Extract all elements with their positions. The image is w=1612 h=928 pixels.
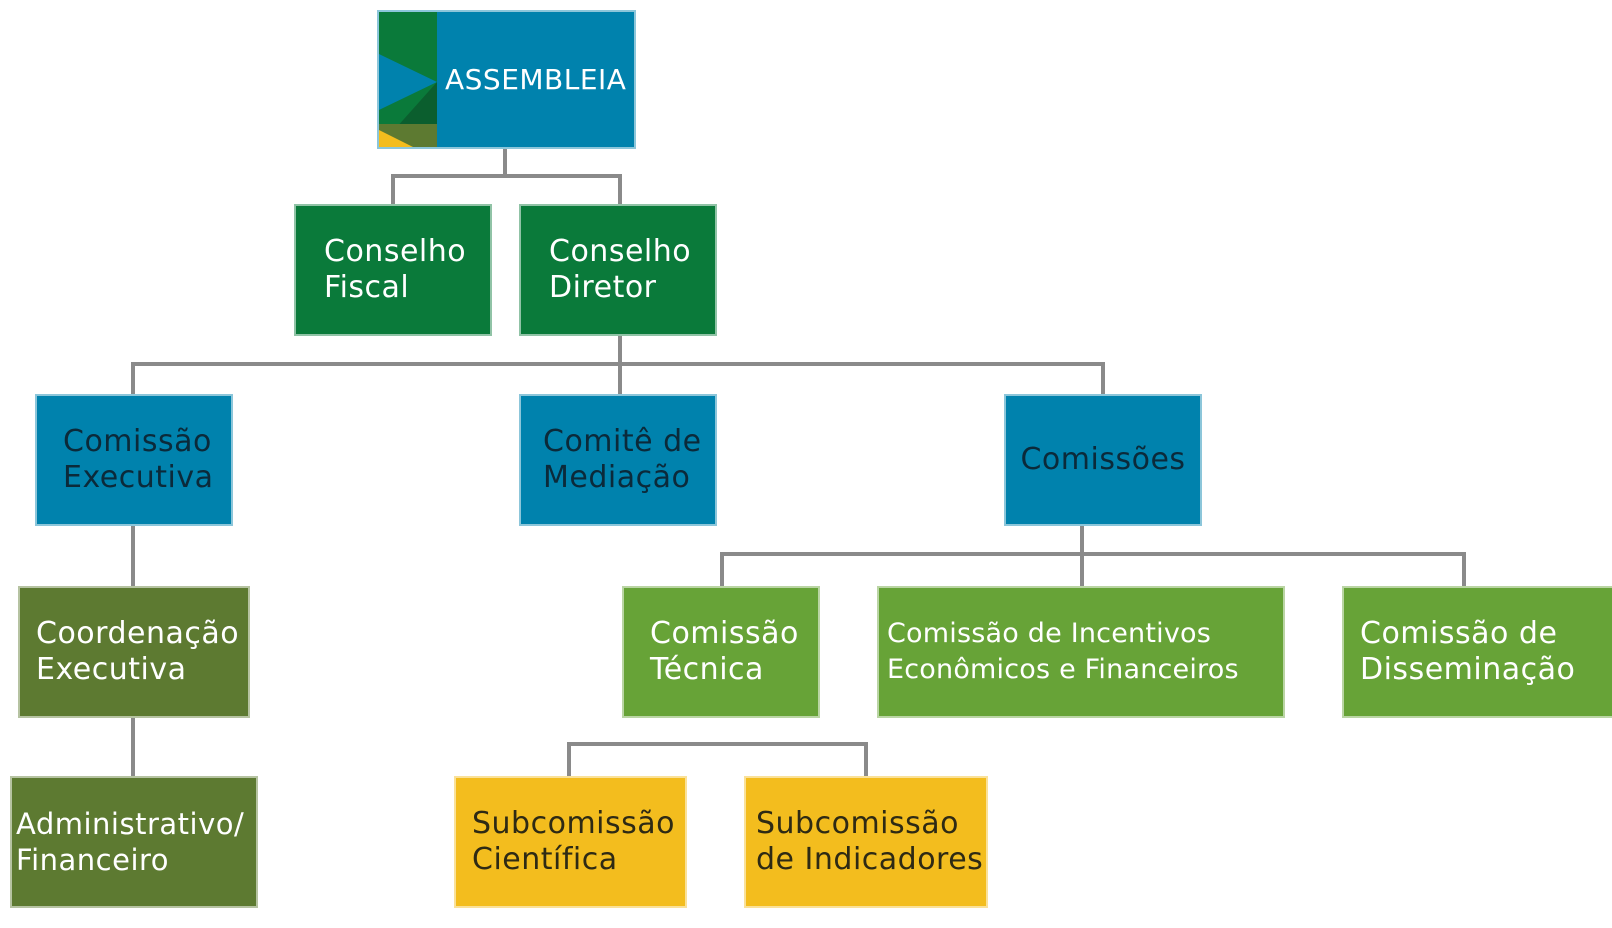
- node-administrativo-financeiro-line-2: Financeiro: [16, 843, 170, 877]
- assembleia-logo-icon: [379, 12, 437, 147]
- node-comissao-disseminacao[interactable]: Comissão de Disseminação: [1342, 586, 1612, 718]
- node-subcomissao-cientifica[interactable]: Subcomissão Científica: [454, 776, 687, 908]
- node-subcomissao-indicadores-line-2: de Indicadores: [756, 842, 984, 877]
- node-comissao-executiva[interactable]: Comissão Executiva: [35, 394, 233, 526]
- node-comissao-incentivos[interactable]: Comissão de Incentivos Econômicos e Fina…: [877, 586, 1285, 718]
- node-administrativo-financeiro[interactable]: Administrativo/ Financeiro: [10, 776, 258, 908]
- node-comite-mediacao-line-2: Mediação: [543, 460, 691, 495]
- node-administrativo-financeiro-line-1: Administrativo/: [16, 807, 245, 841]
- node-conselho-fiscal-line-2: Fiscal: [324, 270, 410, 305]
- node-comissao-executiva-line-1: Comissão: [63, 424, 212, 459]
- node-assembleia-label: ASSEMBLEIA: [445, 62, 627, 96]
- node-conselho-diretor-line-2: Diretor: [549, 270, 657, 305]
- node-coordenacao-executiva-line-2: Executiva: [36, 652, 187, 687]
- node-comite-mediacao[interactable]: Comitê de Mediação: [519, 394, 717, 526]
- node-comissao-executiva-line-2: Executiva: [63, 460, 214, 495]
- node-comissao-disseminacao-line-2: Disseminação: [1360, 652, 1576, 687]
- node-comissao-incentivos-line-2: Econômicos e Financeiros: [887, 654, 1239, 685]
- node-coordenacao-executiva[interactable]: Coordenação Executiva: [18, 586, 250, 718]
- node-comissao-tecnica-line-1: Comissão: [650, 616, 799, 651]
- node-conselho-diretor-line-1: Conselho: [549, 234, 692, 269]
- node-comissoes-label: Comissões: [1020, 442, 1186, 477]
- node-conselho-diretor[interactable]: Conselho Diretor: [519, 204, 717, 336]
- node-comissao-tecnica[interactable]: Comissão Técnica: [622, 586, 820, 718]
- node-comissoes[interactable]: Comissões: [1004, 394, 1202, 526]
- node-comissao-tecnica-line-2: Técnica: [650, 652, 764, 687]
- node-subcomissao-indicadores-line-1: Subcomissão: [756, 806, 960, 841]
- node-conselho-fiscal-line-1: Conselho: [324, 234, 467, 269]
- node-comite-mediacao-line-1: Comitê de: [543, 424, 702, 459]
- node-comissao-incentivos-line-1: Comissão de Incentivos: [887, 618, 1211, 649]
- node-subcomissao-cientifica-line-2: Científica: [472, 842, 618, 877]
- node-conselho-fiscal[interactable]: Conselho Fiscal: [294, 204, 492, 336]
- node-comissao-disseminacao-line-1: Comissão de: [1360, 616, 1558, 651]
- node-coordenacao-executiva-line-1: Coordenação: [36, 616, 240, 651]
- node-subcomissao-indicadores[interactable]: Subcomissão de Indicadores: [744, 776, 988, 908]
- node-subcomissao-cientifica-line-1: Subcomissão: [472, 806, 676, 841]
